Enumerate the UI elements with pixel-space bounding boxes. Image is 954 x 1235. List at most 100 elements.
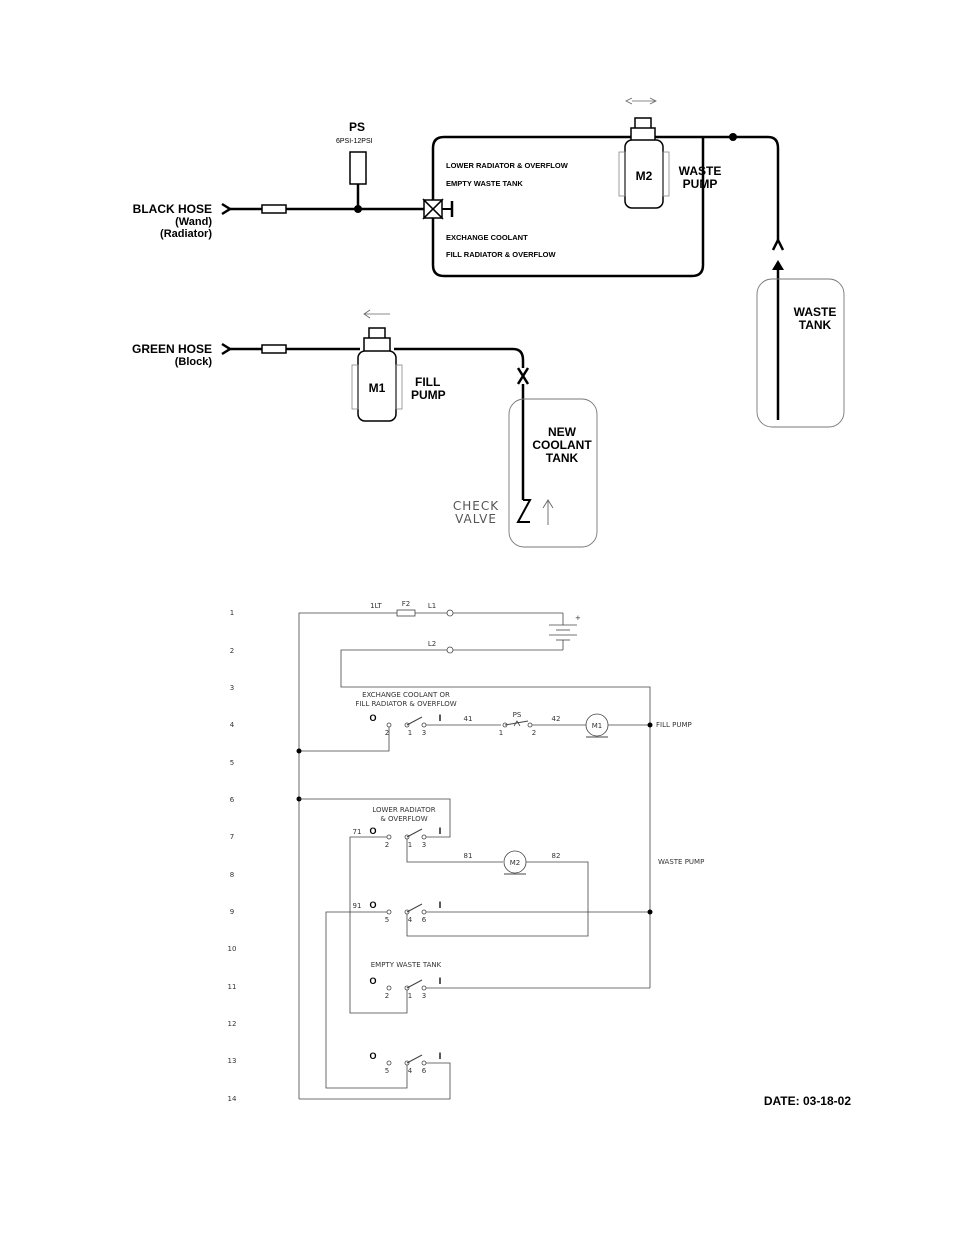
fill-pump-label-2: PUMP: [411, 388, 446, 402]
selector-valve-icon: [422, 198, 454, 220]
switch2-contacts-icon: [386, 828, 427, 840]
check-valve-label-1: CHECK: [453, 499, 499, 513]
battery-icon: [549, 624, 577, 641]
switch1-title-1: EXCHANGE COOLANT OR: [362, 691, 450, 699]
junction-dot: [296, 748, 302, 754]
svg-text:2: 2: [532, 729, 536, 737]
fill-pump-wire-label: FILL PUMP: [656, 721, 692, 729]
switch2-title-1: LOWER RADIATOR: [372, 806, 435, 814]
motor-m2-icon: [503, 850, 527, 875]
terminal-icon: [446, 646, 454, 654]
line-number: 4: [230, 721, 235, 729]
black-hose-radiator: (Radiator): [160, 228, 212, 240]
valve-empty-waste: EMPTY WASTE TANK: [446, 179, 523, 188]
svg-text:O: O: [369, 1051, 376, 1061]
ps-title: PS: [349, 120, 365, 134]
m1-label: M1: [369, 381, 386, 395]
valve-fill-radiator: FILL RADIATOR & OVERFLOW: [446, 250, 556, 259]
new-tank-label-1: NEW: [548, 425, 577, 439]
flow-arrow-icon: [772, 260, 784, 270]
terminal-icon: [446, 609, 454, 617]
m2-label: M2: [636, 169, 653, 183]
date-label: DATE: 03-18-02: [764, 1094, 851, 1108]
switch-off-label: O: [369, 713, 376, 723]
fill-pump-label-1: FILL: [415, 375, 440, 389]
svg-text:5: 5: [385, 916, 389, 924]
ladder-schematic: 1 2 3 4 5 6 7 8 9 10 11 12 13 14 1LT F2 …: [228, 600, 705, 1103]
line-number: 10: [228, 945, 237, 953]
waste-tank-label-2: TANK: [799, 318, 832, 332]
waste-pump-label-2: PUMP: [683, 177, 718, 191]
waste-pump-m2: M2: [618, 97, 670, 209]
wire-label-71: 71: [353, 828, 362, 836]
check-valve-label-2: VALVE: [455, 512, 497, 526]
switch2b-contacts-icon: [386, 903, 427, 915]
new-tank-label-2: COOLANT: [532, 438, 592, 452]
line-number: 9: [230, 908, 234, 916]
new-coolant-tank: [508, 398, 598, 548]
svg-text:I: I: [439, 976, 442, 986]
svg-text:2: 2: [385, 992, 389, 1000]
svg-text:O: O: [369, 976, 376, 986]
svg-text:I: I: [439, 900, 442, 910]
line-number: 12: [228, 1020, 237, 1028]
svg-text:O: O: [369, 826, 376, 836]
svg-text:I: I: [439, 1051, 442, 1061]
fuse-icon: [396, 609, 416, 617]
junction-dot: [647, 909, 653, 915]
check-valve-icon: [516, 499, 532, 523]
fill-pump-m1: M1: [351, 309, 403, 422]
svg-text:2: 2: [385, 729, 389, 737]
hose-connector-icon: [221, 342, 233, 356]
black-hose-wand: (Wand): [175, 216, 212, 228]
bidirectional-arrow-icon: [625, 97, 657, 105]
svg-text:5: 5: [385, 1067, 389, 1075]
new-tank-label-3: TANK: [546, 451, 579, 465]
valve-lower-radiator: LOWER RADIATOR & OVERFLOW: [446, 161, 569, 170]
wire-label-l2: L2: [428, 640, 436, 648]
hose-connector-icon: [221, 202, 233, 216]
motor-m1-label: M1: [592, 722, 603, 730]
svg-text:1: 1: [408, 729, 412, 737]
green-hose-block: (Block): [175, 356, 213, 368]
valve-exchange-coolant: EXCHANGE COOLANT: [446, 233, 528, 242]
svg-text:4: 4: [408, 1067, 413, 1075]
left-arrow-icon: [363, 309, 390, 319]
wire-label-41: 41: [464, 715, 473, 723]
svg-text:O: O: [369, 900, 376, 910]
svg-text:3: 3: [422, 992, 426, 1000]
line-number: 13: [228, 1057, 237, 1065]
pressure-switch-icon: [502, 720, 533, 728]
junction-dot: [647, 722, 653, 728]
inline-filter: [261, 344, 287, 354]
switch-on-label: I: [439, 713, 442, 723]
svg-text:3: 3: [422, 729, 426, 737]
line-number: 2: [230, 647, 234, 655]
switch3-contacts-icon: [386, 979, 427, 991]
switch2-title-2: & OVERFLOW: [380, 815, 427, 823]
svg-text:1: 1: [408, 992, 412, 1000]
svg-text:3: 3: [422, 841, 426, 849]
up-arrow-icon: [542, 499, 554, 525]
battery-plus: +: [575, 614, 581, 622]
line-number: 1: [230, 609, 234, 617]
switch3-title: EMPTY WASTE TANK: [371, 961, 442, 969]
waste-pump-wire-label: WASTE PUMP: [658, 858, 704, 866]
ps-label: PS: [513, 711, 522, 719]
inline-filter: [261, 204, 287, 214]
wire-label-82: 82: [552, 852, 561, 860]
green-hose-label: GREEN HOSE: [132, 342, 212, 356]
line-number: 11: [228, 983, 237, 991]
wire-label-42: 42: [552, 715, 561, 723]
svg-text:6: 6: [422, 916, 427, 924]
switch1-title-2: FILL RADIATOR & OVERFLOW: [355, 700, 456, 708]
black-hose-label: BLACK HOSE: [133, 202, 212, 216]
line-number: 5: [230, 759, 234, 767]
wire-label-81: 81: [464, 852, 473, 860]
svg-text:6: 6: [422, 1067, 427, 1075]
svg-text:1: 1: [408, 841, 412, 849]
motor-m1-icon: [585, 713, 609, 738]
wire-label-91: 91: [353, 902, 362, 910]
fuse-label: F2: [402, 600, 410, 608]
